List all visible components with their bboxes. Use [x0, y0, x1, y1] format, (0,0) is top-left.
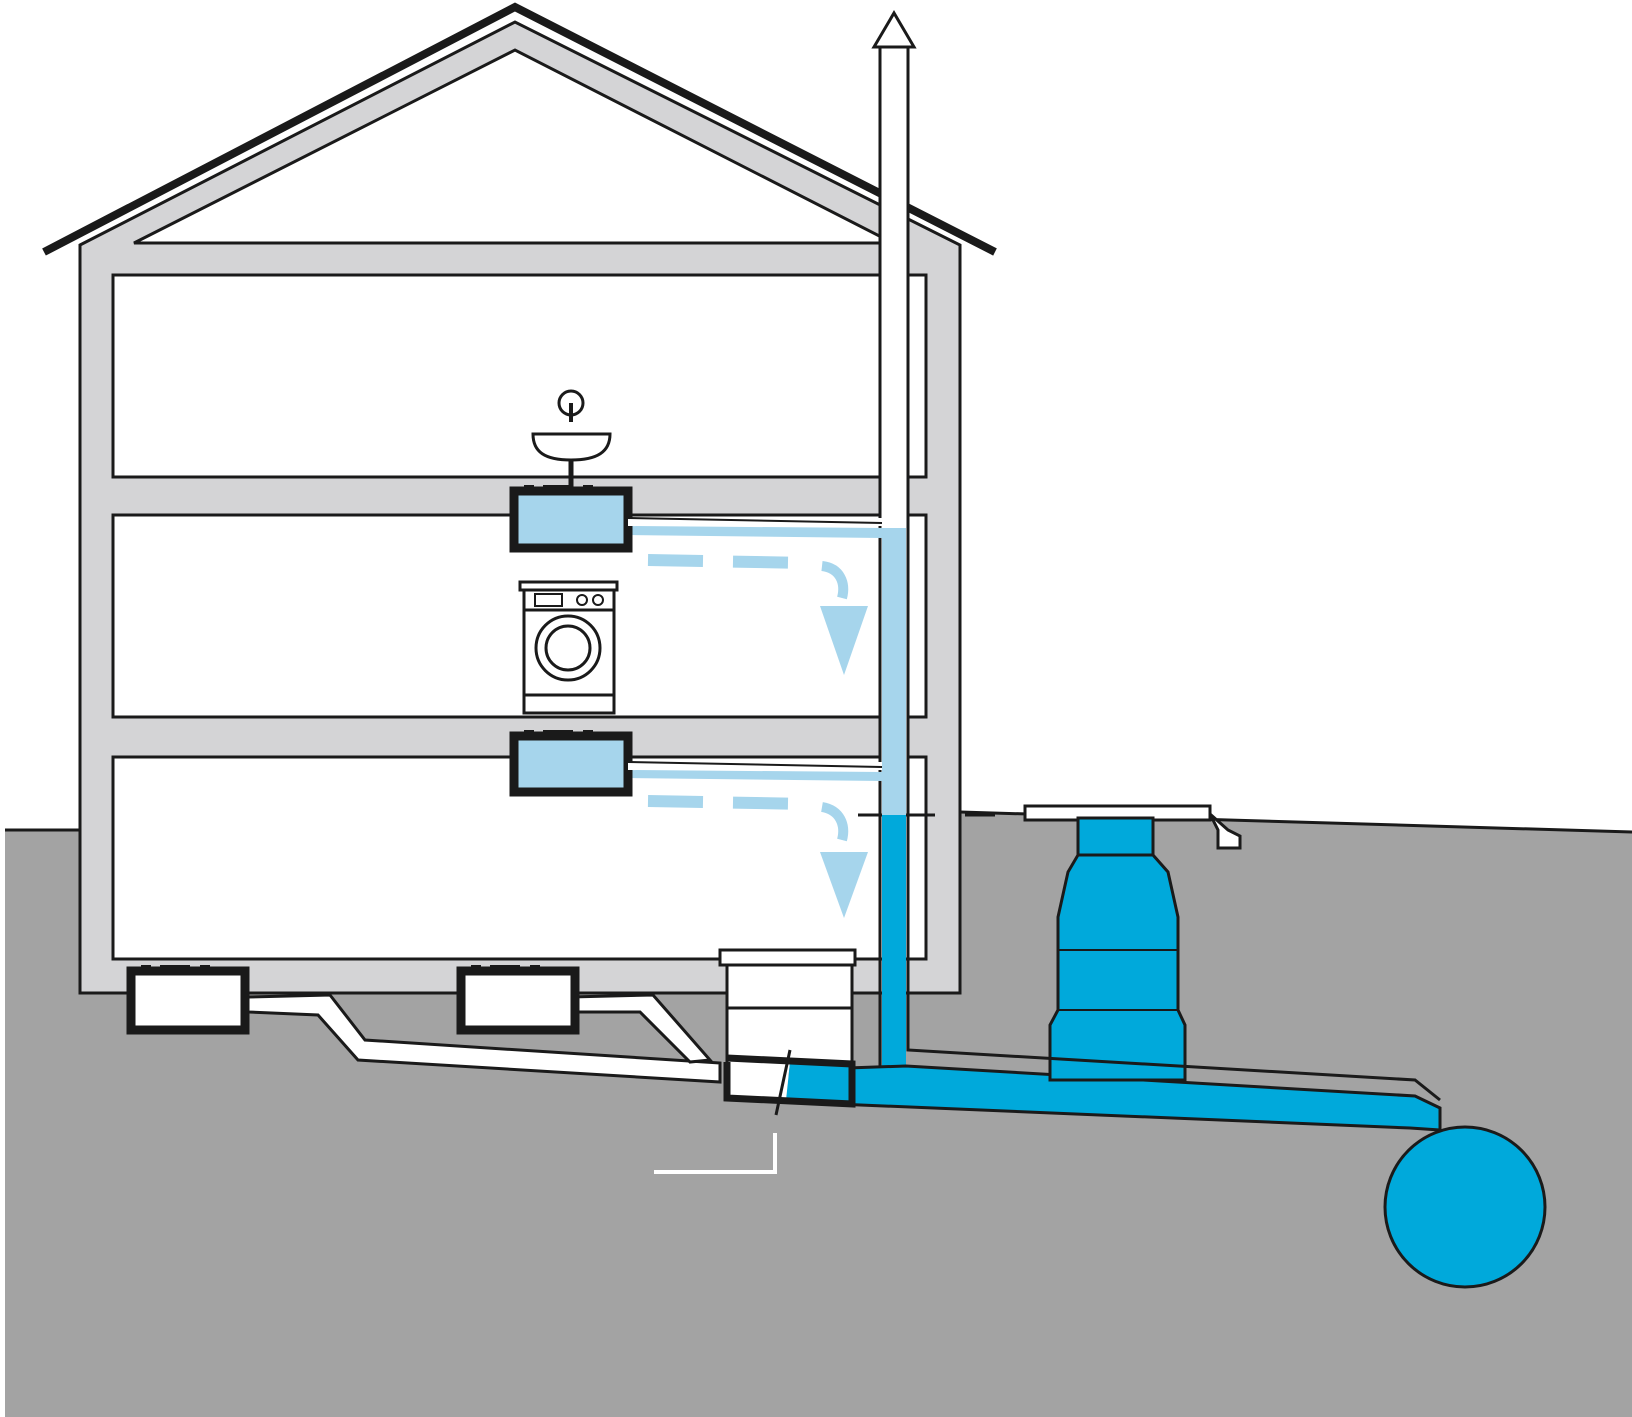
lower-floor-drain	[509, 730, 883, 797]
roof-icon	[42, 2, 997, 256]
floor-drain-1	[126, 965, 250, 1035]
drain-water	[788, 815, 1442, 1132]
cleanout-line	[654, 1133, 777, 1174]
floor-attic	[111, 273, 928, 479]
washbasin-icon	[531, 389, 612, 491]
underground-tank-icon	[1023, 804, 1242, 1082]
stack-outline	[858, 813, 1441, 1102]
arrow-down-curved-icon	[647, 554, 868, 675]
washing-machine-icon	[518, 580, 619, 715]
backflow-valve	[718, 948, 857, 1116]
arrow-down-curved-icon-2	[647, 795, 868, 918]
upper-floor-drain	[509, 485, 883, 553]
sewer-pipe-icon	[1383, 1125, 1547, 1289]
arrow-up-icon	[871, 10, 917, 49]
floor-drain-2	[456, 965, 580, 1035]
greywater-stack	[628, 526, 906, 818]
